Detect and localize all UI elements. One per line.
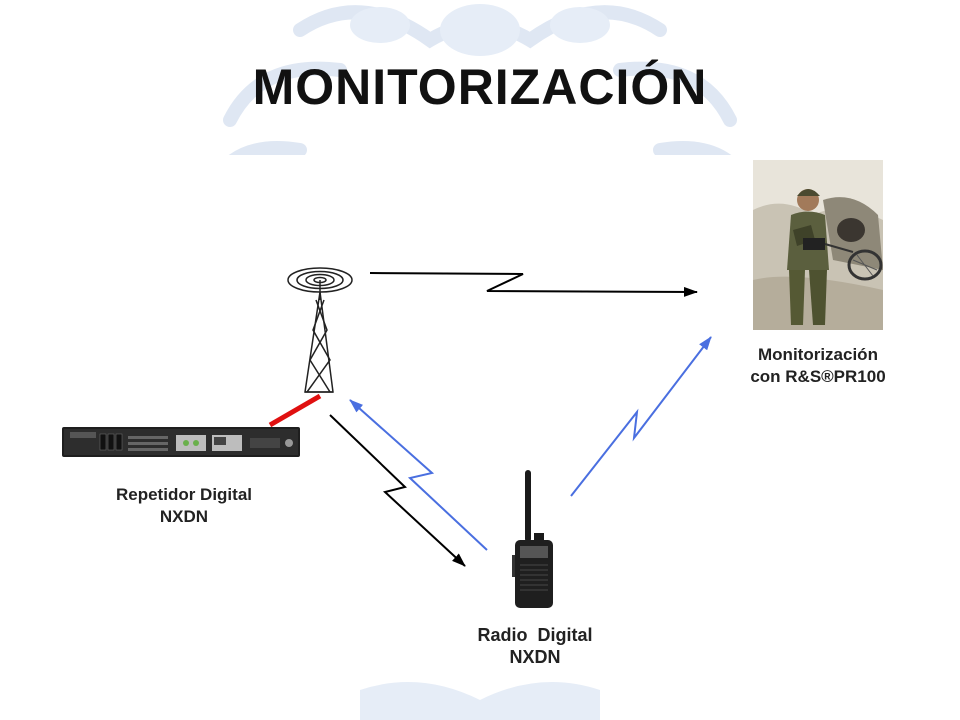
radio-label-line1: Radio Digital <box>477 625 593 645</box>
repeater-rack-icon <box>62 427 300 457</box>
monitor-label-line1: Monitorización <box>758 345 878 364</box>
radio-label: Radio Digital NXDN <box>440 624 630 668</box>
link-tower-to-monitor <box>369 272 698 297</box>
red-cable <box>268 393 322 428</box>
radio-label-line2: NXDN <box>509 647 561 667</box>
slide-title: MONITORIZACIÓN <box>252 59 708 115</box>
handheld-radio-icon <box>512 470 553 608</box>
monitor-label: Monitorización con R&S®PR100 <box>718 344 918 388</box>
link-tower-to-radio <box>329 414 466 567</box>
link-radio-to-monitor <box>570 336 712 497</box>
repeater-label-line2: NXDN <box>159 507 209 526</box>
link-radio-to-tower <box>349 399 488 551</box>
monitor-label-line2: con R&S®PR100 <box>750 367 886 386</box>
antenna-tower-icon <box>287 267 353 393</box>
repeater-label: Repetidor Digital NXDN <box>84 484 284 528</box>
repeater-label-line1: Repetidor Digital <box>115 485 252 504</box>
soldier-photo <box>753 160 883 330</box>
